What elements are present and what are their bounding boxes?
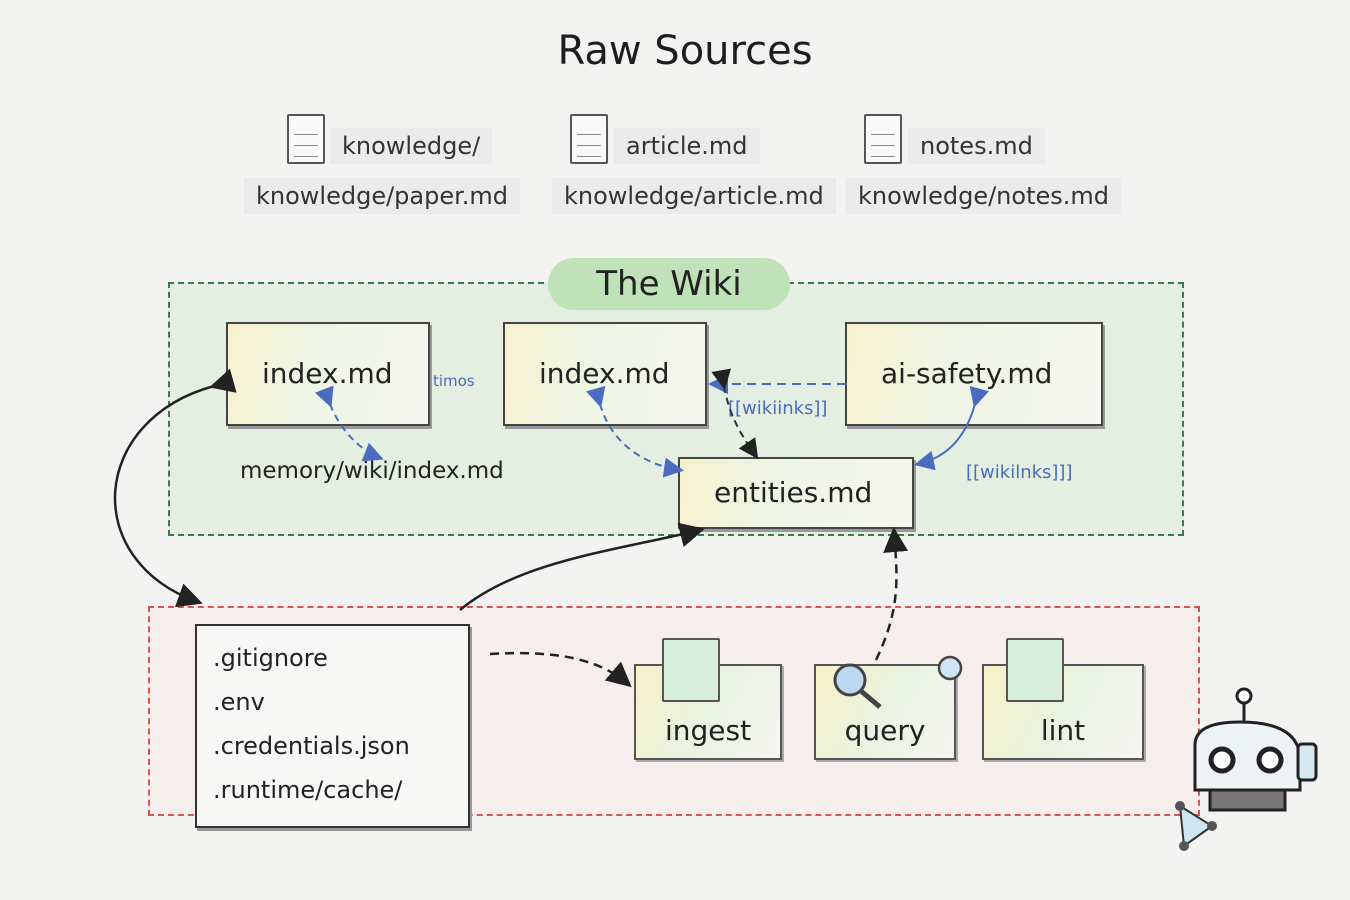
- file-icon: [570, 114, 608, 164]
- document-icon: [662, 638, 720, 702]
- wiki-path-label: memory/wiki/index.md: [240, 458, 504, 484]
- source-name: article.md: [614, 128, 760, 164]
- ignored-files-list: .gitignore .env .credentials.json .runti…: [195, 624, 470, 828]
- magnifier-icon: [833, 663, 882, 709]
- source-path: knowledge/paper.md: [244, 178, 521, 214]
- link-index2-entities: [586, 385, 684, 478]
- file-entry: .runtime/cache/: [213, 776, 403, 804]
- wiki-node-ai-safety[interactable]: ai-safety.md: [845, 322, 1103, 426]
- page-title: Raw Sources: [557, 28, 813, 74]
- source-name: knowledge/: [330, 128, 493, 164]
- file-entry: .credentials.json: [213, 732, 410, 760]
- wiki-node-entities[interactable]: entities.md: [678, 457, 914, 529]
- file-icon: [864, 114, 902, 164]
- link-aisafety-entities: [914, 385, 989, 471]
- arrow-files-entities: [459, 522, 705, 611]
- file-entry: .env: [213, 688, 265, 716]
- arrow-query-entities: [874, 527, 909, 661]
- source-path: knowledge/article.md: [552, 178, 836, 214]
- link-label: timos: [433, 372, 475, 390]
- link-label: [[wikilnks]]]: [966, 462, 1073, 483]
- link-index-path: [314, 385, 384, 462]
- magnifier-icon-small: [937, 655, 963, 681]
- query-button[interactable]: query: [814, 664, 956, 760]
- arrow-index-files: [113, 368, 237, 608]
- pencil-doc-icon: [1006, 638, 1064, 702]
- file-icon: [287, 114, 325, 164]
- source-path: knowledge/notes.md: [846, 178, 1121, 214]
- link-index2-entities-2: [711, 368, 759, 460]
- robot-icon: [1175, 687, 1318, 851]
- file-entry: .gitignore: [213, 644, 328, 672]
- wiki-title: The Wiki: [548, 258, 790, 310]
- source-name: notes.md: [908, 128, 1045, 164]
- arrow-files-ingest: [489, 651, 632, 688]
